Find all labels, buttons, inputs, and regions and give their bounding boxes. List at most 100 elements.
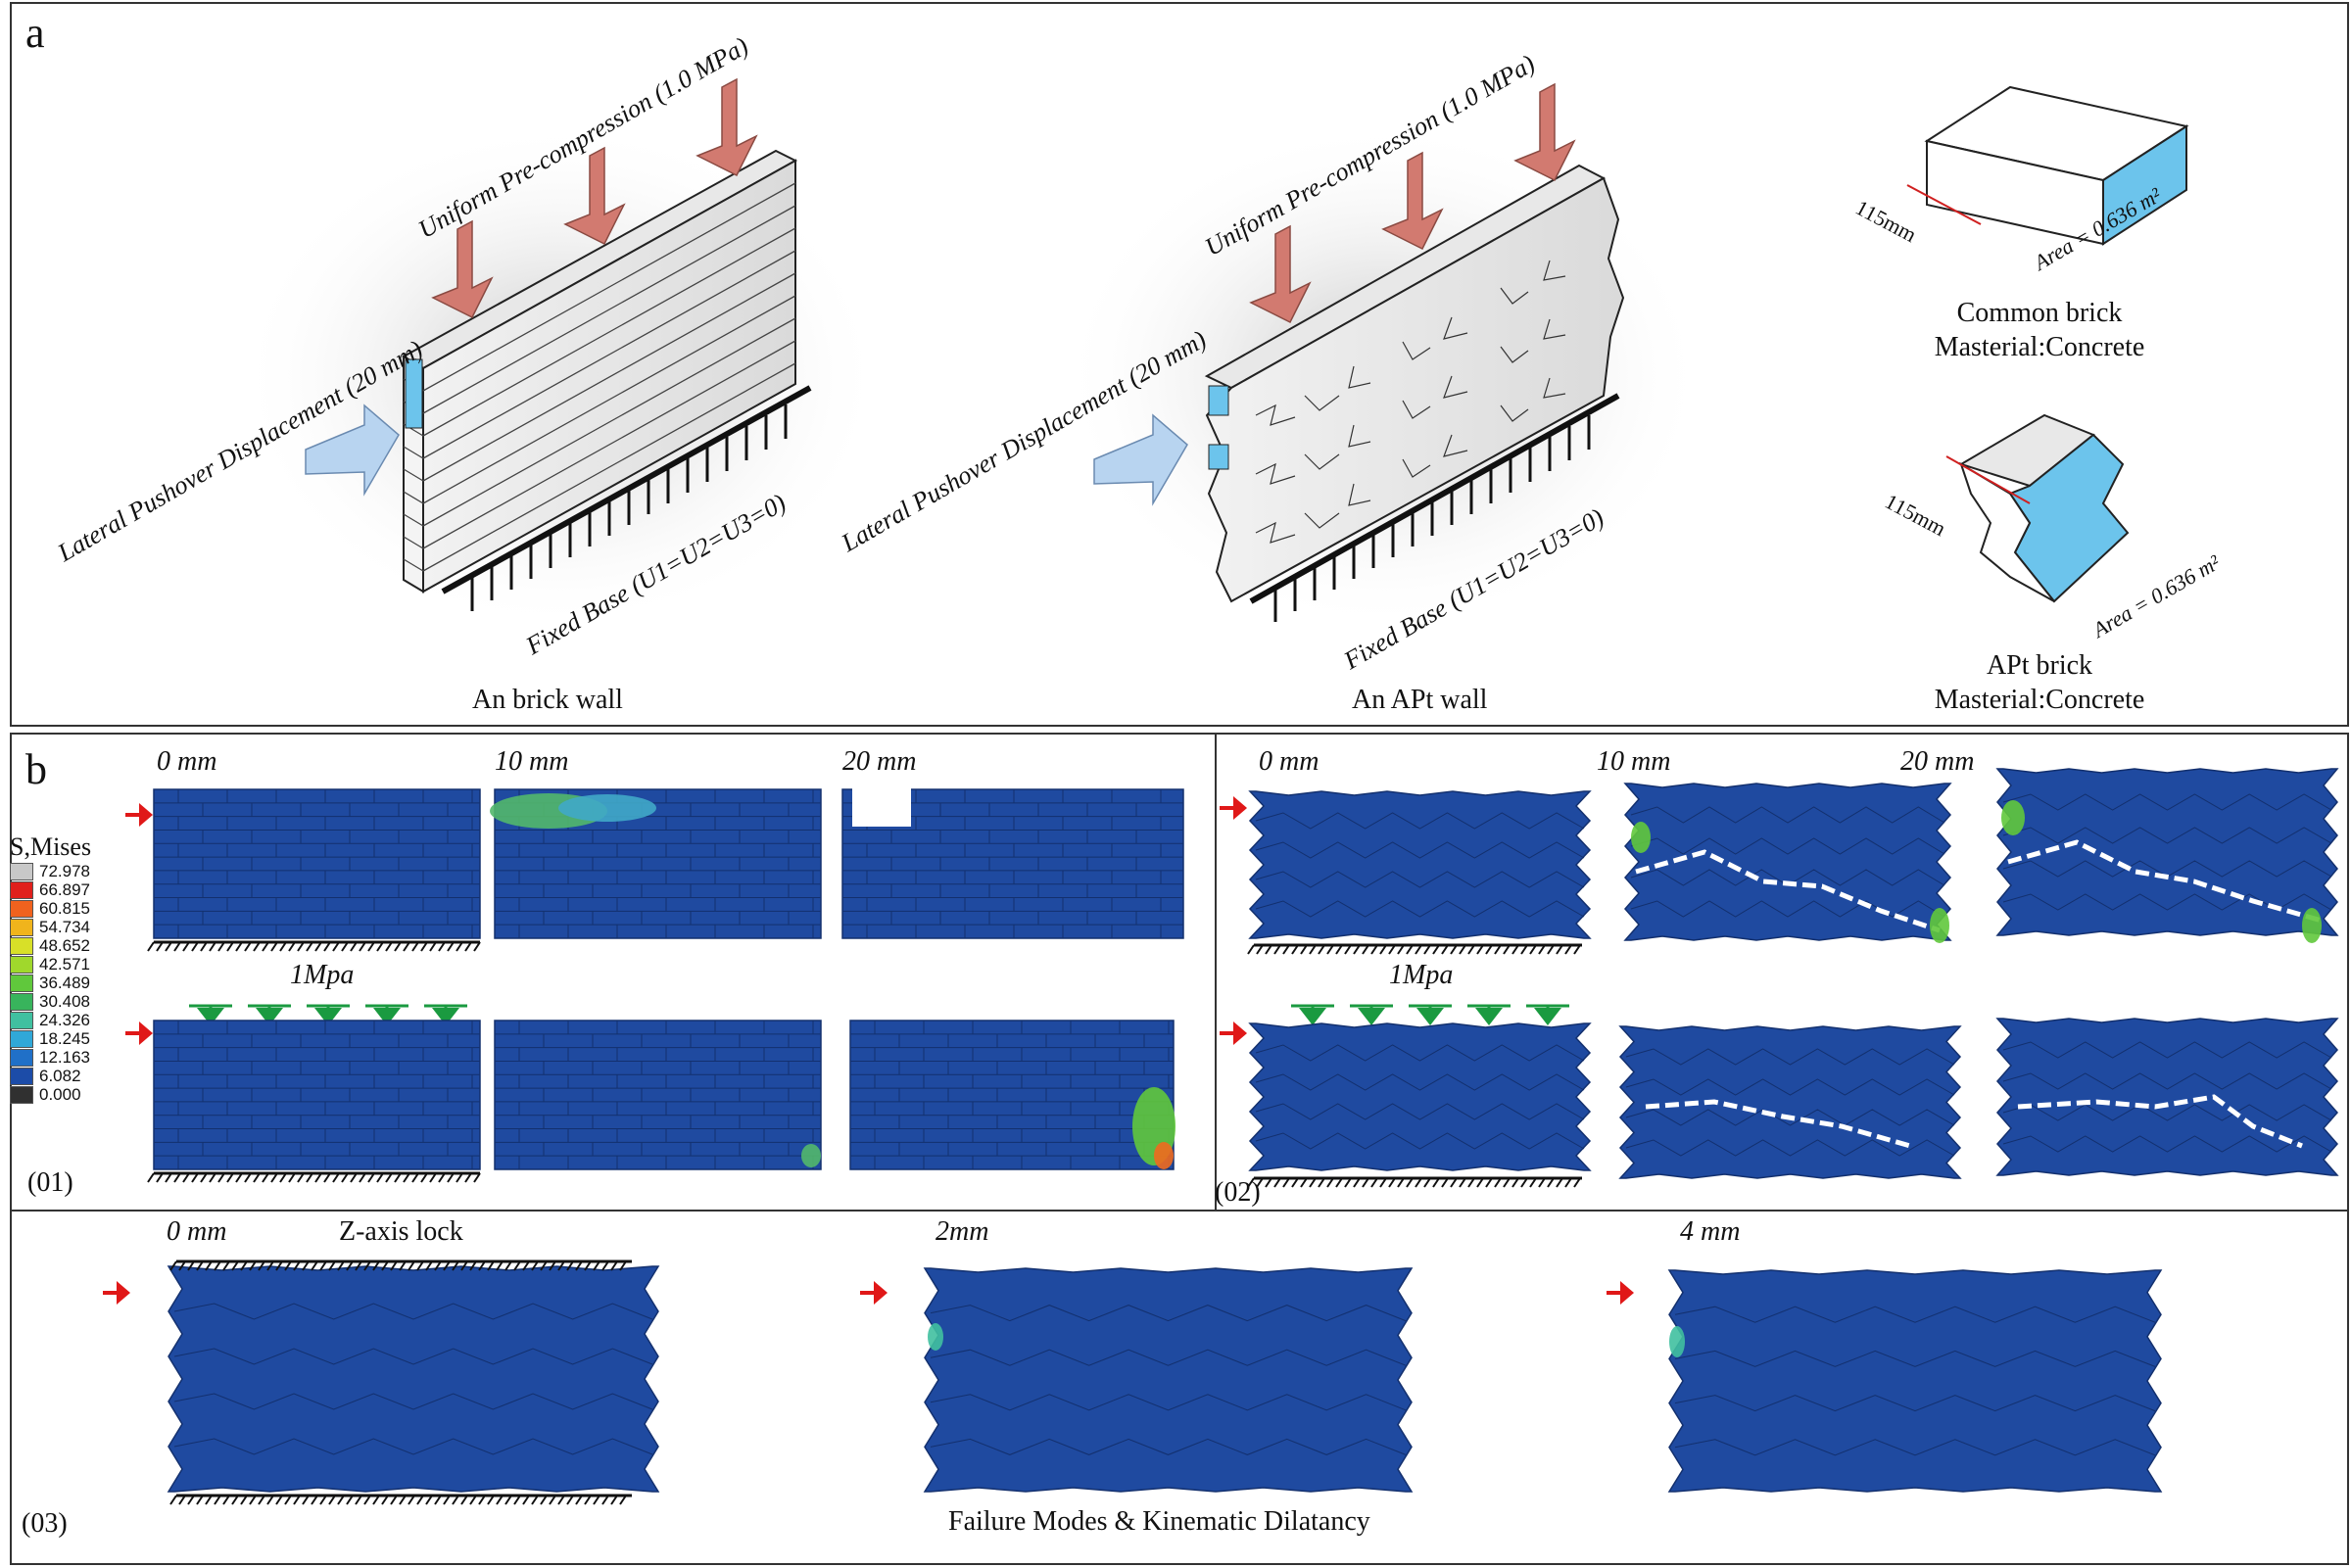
apt-brick-name: APt brick: [1986, 650, 2093, 681]
lock-hatch-tick: [240, 1260, 248, 1271]
base-hatch-tick: [191, 1172, 199, 1183]
lock-hatch-tick: [372, 1260, 380, 1271]
base-hatch-tick: [1520, 1177, 1528, 1188]
base-hatch-tick: [253, 1172, 261, 1183]
sub03-lock-label: Z-axis lock: [339, 1216, 463, 1247]
base-hatch-tick: [156, 1172, 164, 1183]
base-hatch-tick: [359, 1172, 366, 1183]
apt-plot-locked-0mm-joint: [173, 1303, 653, 1320]
push-arrow-head: [874, 1281, 888, 1305]
apt-plot-locked-4mm: [1667, 1269, 2163, 1493]
base-hatch-tick: [1379, 1177, 1387, 1188]
lock-hatch-tick: [557, 1260, 565, 1271]
lock-hatch-tick: [496, 1495, 504, 1505]
common-brick-material: Masterial:Concrete: [1934, 332, 2145, 362]
lock-hatch-tick: [452, 1260, 459, 1271]
base-hatch-tick: [270, 1172, 278, 1183]
sub03-step-2: 4 mm: [1680, 1216, 1741, 1247]
base-hatch-tick: [1265, 1177, 1272, 1188]
lock-hatch-tick: [566, 1495, 574, 1505]
base-hatch-tick: [341, 941, 349, 952]
base-hatch-tick: [279, 941, 287, 952]
crack-line: [2007, 839, 2323, 924]
legend-value: 30.408: [39, 991, 90, 1011]
lock-hatch-tick: [452, 1495, 459, 1505]
push-arrow-head: [1233, 796, 1247, 820]
legend-entry: 54.734: [10, 918, 157, 936]
lock-hatch-tick: [443, 1495, 451, 1505]
apt-plot-10mm-loaded-joint: [1625, 1048, 1955, 1066]
lock-hatch-tick: [328, 1260, 336, 1271]
brick-plot-0mm-loaded: [153, 1020, 481, 1170]
base-hatch-tick: [288, 1172, 296, 1183]
base-hatch-tick: [1309, 1177, 1317, 1188]
lock-hatch-tick: [231, 1260, 239, 1271]
base-hatch-tick: [253, 941, 261, 952]
lock-hatch-tick: [258, 1495, 265, 1505]
lock-hatch-tick: [557, 1495, 565, 1505]
lock-hatch-tick: [275, 1260, 283, 1271]
apt-plot-locked-4mm-joint: [1674, 1350, 2156, 1367]
push-arrow-head: [139, 1022, 153, 1045]
apt-plot-0mm-free-joint: [1255, 900, 1585, 918]
base-hatch-tick: [226, 1172, 234, 1183]
lock-hatch-tick: [390, 1495, 398, 1505]
legend-entry: 0.000: [10, 1085, 157, 1104]
lock-hatch-tick: [355, 1260, 362, 1271]
precompression-arrows-head: [432, 1008, 459, 1025]
precompression-arrows-head: [1416, 1008, 1444, 1025]
base-hatch-tick: [332, 1172, 340, 1183]
apt-plot-20mm-free-joint: [2002, 827, 2332, 844]
panel-b-letter: b: [25, 745, 47, 793]
sub01-step-0: 0 mm: [157, 746, 217, 777]
lock-hatch-tick: [319, 1260, 327, 1271]
base-hatch-tick: [1247, 1177, 1255, 1188]
lock-hatch-tick: [478, 1495, 486, 1505]
apt-plot-20mm-free: [1995, 768, 2339, 936]
base-hatch-tick: [1300, 944, 1308, 955]
sub02-step-0: 0 mm: [1259, 746, 1319, 777]
base-hatch-tick: [1503, 1177, 1511, 1188]
legend-entry: 24.326: [10, 1011, 157, 1029]
lock-hatch-tick: [275, 1495, 283, 1505]
base-hatch-tick: [376, 1172, 384, 1183]
stress-hotspot: [1669, 1326, 1685, 1357]
base-hatch-tick: [1538, 1177, 1546, 1188]
base-hatch-tick: [217, 1172, 225, 1183]
lock-hatch-tick: [540, 1495, 548, 1505]
lock-hatch-tick: [399, 1260, 407, 1271]
base-hatch-tick: [270, 941, 278, 952]
apt-plot-0mm-loaded-joint: [1255, 1044, 1585, 1062]
lock-hatch-tick: [504, 1260, 512, 1271]
lock-hatch-tick: [478, 1260, 486, 1271]
lock-hatch-tick: [610, 1495, 618, 1505]
base-hatch-tick: [1485, 1177, 1493, 1188]
base-hatch-tick: [1247, 944, 1255, 955]
base-hatch-tick: [473, 941, 481, 952]
lock-hatch-tick: [266, 1495, 274, 1505]
apt-plot-0mm-free-joint: [1255, 841, 1585, 859]
stress-hotspot: [1930, 908, 1949, 943]
panel-a-letter: a: [25, 9, 45, 57]
legend-value: 24.326: [39, 1010, 90, 1029]
base-hatch-tick: [209, 941, 216, 952]
base-hatch-tick: [429, 1172, 437, 1183]
lock-hatch-tick: [240, 1495, 248, 1505]
sub03-step-0: 0 mm: [167, 1216, 227, 1247]
apt-plot-0mm-free-joint: [1255, 812, 1585, 830]
base-hatch-tick: [1282, 944, 1290, 955]
push-arrow-head: [139, 803, 153, 827]
base-hatch-tick: [182, 941, 190, 952]
base-hatch-tick: [1326, 944, 1334, 955]
legend-value: 48.652: [39, 935, 90, 955]
legend-value: 6.082: [39, 1066, 81, 1085]
base-hatch-tick: [403, 1172, 410, 1183]
crack-line: [1635, 849, 1941, 933]
lock-hatch-tick: [205, 1495, 213, 1505]
apt-plot-10mm-loaded-joint: [1625, 1078, 1955, 1096]
base-hatch-tick: [1485, 944, 1493, 955]
lock-hatch-tick: [522, 1260, 530, 1271]
base-hatch-tick: [447, 941, 455, 952]
lock-hatch-tick: [196, 1260, 204, 1271]
base-hatch-tick: [456, 941, 463, 952]
